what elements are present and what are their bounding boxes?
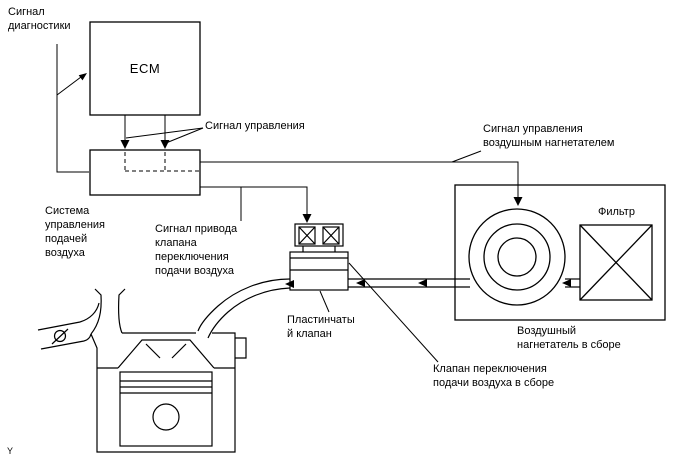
component-boxes	[89, 21, 666, 321]
air-pump-middle-circle	[483, 223, 551, 291]
filter-box	[579, 224, 653, 301]
asv-assembly-label: Клапан переключения подачи воздуха в сбо…	[433, 363, 555, 389]
engine-drawing	[37, 288, 247, 453]
diagnostic-signal-label: Сигнал диагностики	[8, 6, 71, 32]
reed-valve-label: Пластинчаты й клапан	[287, 314, 355, 340]
air-pipes	[197, 278, 580, 339]
air-pump-outer-circle	[468, 208, 566, 306]
figure-marker: Y	[7, 446, 14, 456]
ecm-label: ECM	[129, 61, 161, 76]
air-supply-system-label: Система управления подачей воздуха	[45, 205, 105, 259]
air-blower-assembly-box	[454, 184, 666, 321]
blower-assembly-label: Воздушный нагнетатель в сборе	[517, 325, 621, 351]
control-signal-label: Сигнал управления	[205, 120, 305, 132]
air-pump-inner-circle	[497, 237, 537, 277]
air-switching-valve-drawing	[289, 223, 349, 291]
air-supply-control-box	[89, 149, 201, 196]
asv-drive-signal-label: Сигнал привода клапана переключения пода…	[155, 223, 238, 277]
arrowheads	[78, 73, 571, 288]
blower-control-signal-label: Сигнал управления воздушным нагнетателем	[483, 123, 615, 149]
ecm-box	[89, 21, 201, 116]
filter-label: Фильтр	[598, 206, 635, 218]
